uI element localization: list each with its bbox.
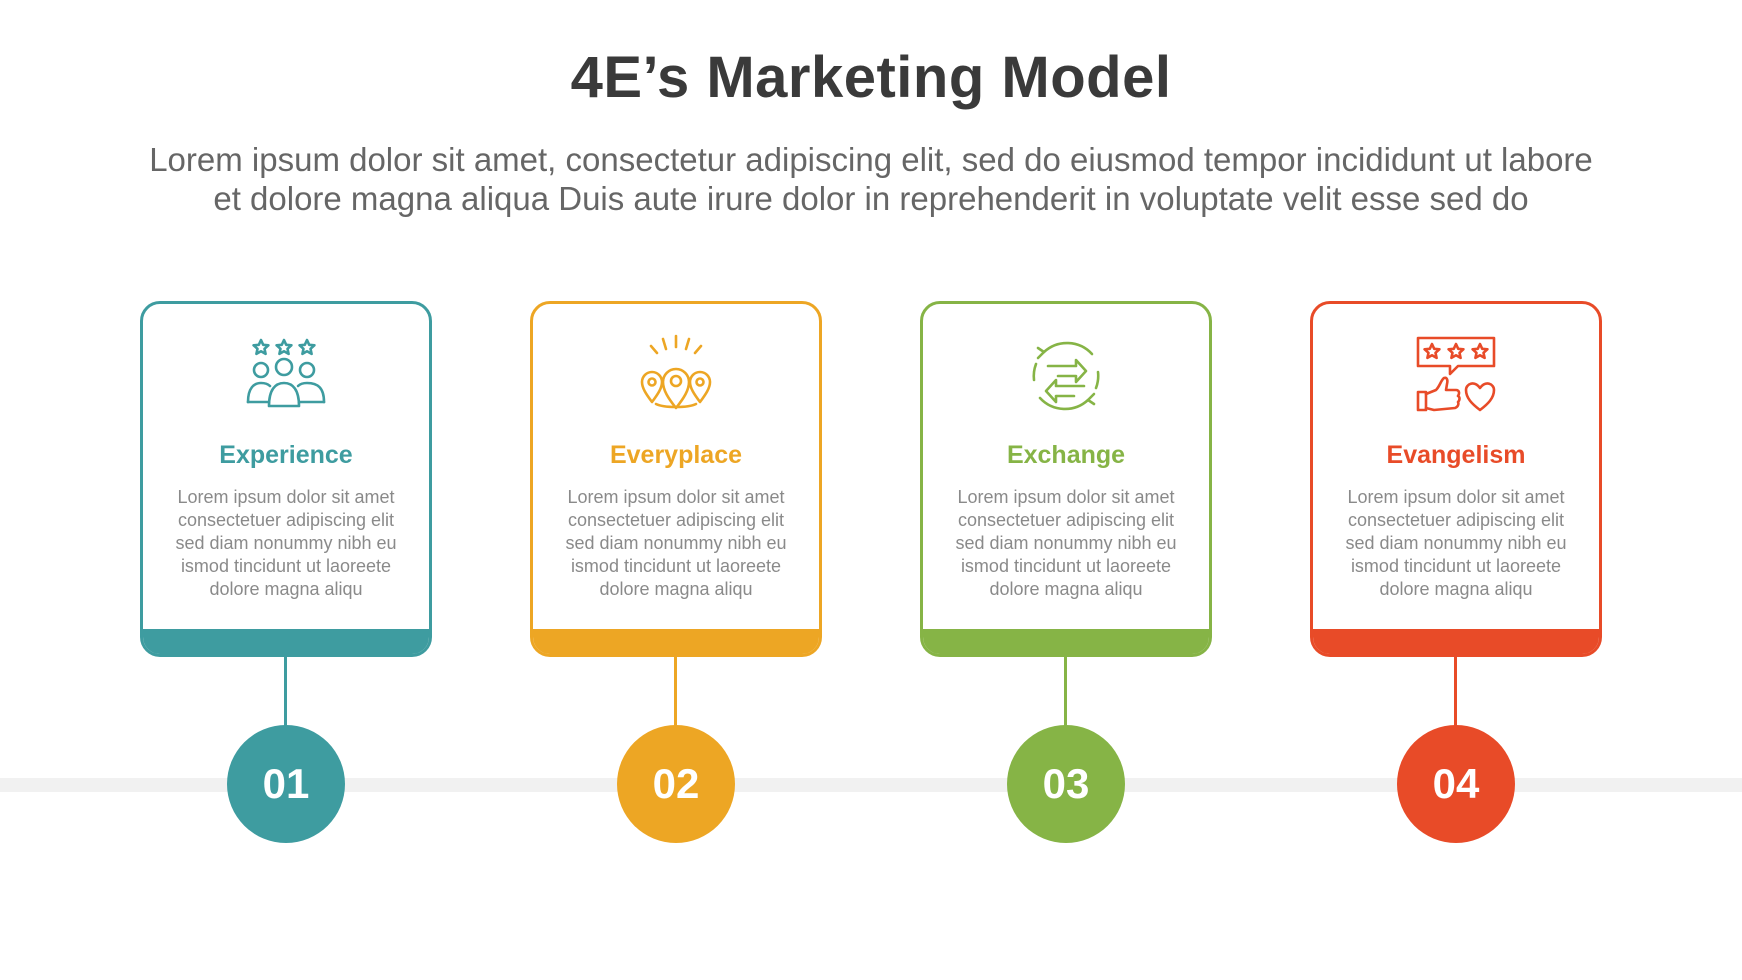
step-exchange: Exchange Lorem ipsum dolor sit amet cons…: [920, 301, 1212, 843]
step-number-badge: 03: [1007, 725, 1125, 843]
step-description: Lorem ipsum dolor sit amet consectetuer …: [565, 487, 787, 599]
connector-line: [674, 657, 677, 727]
subtitle-line-1: Lorem ipsum dolor sit amet, consectetur …: [149, 141, 1593, 178]
step-card: Exchange Lorem ipsum dolor sit amet cons…: [920, 301, 1212, 657]
connector-line: [1064, 657, 1067, 727]
location-pins-icon: [634, 334, 718, 418]
subtitle: Lorem ipsum dolor sit amet, consectetur …: [0, 140, 1742, 218]
subtitle-line-2: et dolore magna aliqua Duis aute irure d…: [213, 180, 1529, 217]
card-footer-bar: [1313, 629, 1599, 654]
timeline-line: [0, 778, 1742, 792]
card-footer-bar: [143, 629, 429, 654]
step-everyplace: Everyplace Lorem ipsum dolor sit amet co…: [530, 301, 822, 843]
step-description: Lorem ipsum dolor sit amet consectetuer …: [1345, 487, 1567, 599]
card-footer-bar: [923, 629, 1209, 654]
step-card: Everyplace Lorem ipsum dolor sit amet co…: [530, 301, 822, 657]
step-title: Everyplace: [609, 441, 743, 469]
step-title: Experience: [219, 441, 353, 469]
connector-line: [284, 657, 287, 727]
people-rating-icon: [244, 334, 328, 418]
connector-line: [1454, 657, 1457, 727]
step-experience: Experience Lorem ipsum dolor sit amet co…: [140, 301, 432, 843]
exchange-arrows-icon: [1024, 334, 1108, 418]
step-description: Lorem ipsum dolor sit amet consectetuer …: [955, 487, 1177, 599]
step-title: Exchange: [1006, 441, 1126, 469]
step-description: Lorem ipsum dolor sit amet consectetuer …: [175, 487, 397, 599]
card-footer-bar: [533, 629, 819, 654]
page-title: 4E’s Marketing Model: [570, 45, 1172, 110]
review-like-heart-icon: [1414, 334, 1498, 418]
step-card: Evangelism Lorem ipsum dolor sit amet co…: [1310, 301, 1602, 657]
step-evangelism: Evangelism Lorem ipsum dolor sit amet co…: [1310, 301, 1602, 843]
step-title: Evangelism: [1386, 441, 1526, 469]
step-number-badge: 01: [227, 725, 345, 843]
step-number-badge: 02: [617, 725, 735, 843]
step-number-badge: 04: [1397, 725, 1515, 843]
step-card: Experience Lorem ipsum dolor sit amet co…: [140, 301, 432, 657]
